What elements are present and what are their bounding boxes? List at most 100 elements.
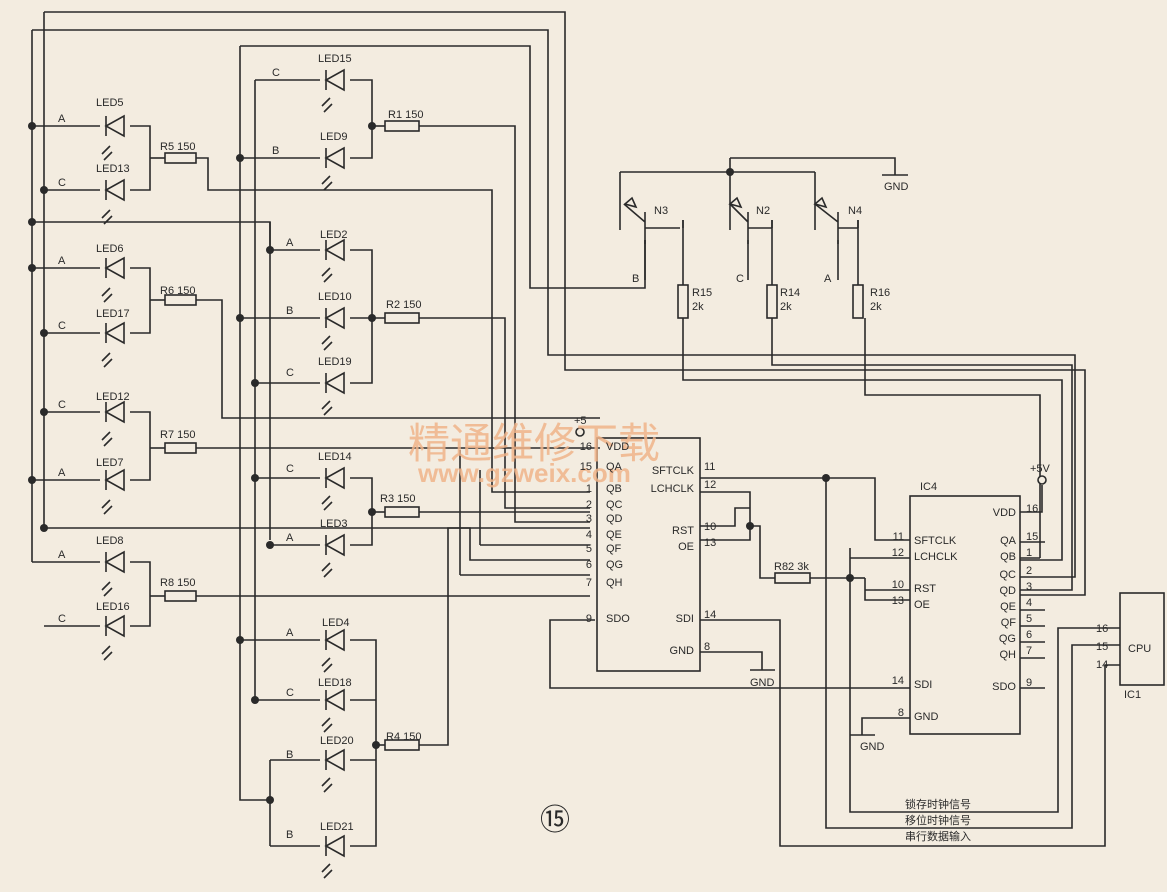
junction-dots (28, 122, 854, 804)
pin-number: 4 (586, 529, 592, 541)
pin-label: VDD (993, 507, 1016, 519)
pin-number: 13 (892, 595, 904, 607)
shift-register-ic (596, 437, 701, 672)
phase-label: A (58, 549, 66, 561)
pin-label: QB (1000, 551, 1016, 563)
phase-label: C (272, 67, 280, 79)
left-led-symbols (101, 114, 125, 661)
pin-label: SDI (914, 679, 932, 691)
pin-number: 15 (580, 461, 592, 473)
pin-label: QC (606, 499, 623, 511)
phase-label: C (286, 367, 294, 379)
pin-label: QF (1001, 617, 1017, 629)
pin-number: 10 (704, 521, 716, 533)
led-label: LED19 (318, 356, 352, 368)
resistor-value: 2k (692, 301, 704, 313)
phase-label: B (286, 305, 293, 317)
resistor-label: R1 150 (388, 109, 423, 121)
power-label: +5 (574, 415, 587, 427)
pin-number: 16 (580, 441, 592, 453)
led-label: LED15 (318, 53, 352, 65)
pin-number: 7 (1026, 645, 1032, 657)
transistor-label: N2 (756, 205, 770, 217)
mid-led-symbols (321, 68, 345, 879)
pin-label: QC (1000, 569, 1017, 581)
pin-number: 16 (1096, 623, 1108, 635)
pin-label: OE (678, 541, 694, 553)
ic4-box (909, 495, 1021, 735)
pin-label: QD (1000, 585, 1017, 597)
pin-number: 3 (586, 513, 592, 525)
shift-vcc-terminal (575, 427, 585, 437)
pin-number: 10 (892, 579, 904, 591)
cpu-label: CPU (1128, 643, 1151, 655)
pin-label: QH (1000, 649, 1017, 661)
resistor-label: R15 (692, 287, 712, 299)
phase-label: C (58, 320, 66, 332)
pin-label: QB (606, 483, 622, 495)
led-label: LED10 (318, 291, 352, 303)
led-label: LED8 (96, 535, 124, 547)
pin-number: 9 (586, 613, 592, 625)
phase-label: C (58, 399, 66, 411)
led-label: LED16 (96, 601, 130, 613)
pin-number: 11 (704, 461, 715, 473)
watermark-title: 精通维修下载 (408, 419, 660, 468)
pin-label: SDO (606, 613, 630, 625)
pin-label: SFTCLK (914, 535, 957, 547)
pin-label: SFTCLK (652, 465, 695, 477)
phase-label: A (286, 627, 294, 639)
pin-number: 11 (893, 531, 904, 543)
led-label: LED5 (96, 97, 124, 109)
phase-label: A (824, 273, 832, 285)
resistor-label: R7 150 (160, 429, 195, 441)
pin-number: 2 (586, 499, 592, 511)
pin-number: 2 (1026, 565, 1032, 577)
ic-name: IC4 (920, 481, 937, 493)
transistor-symbols (623, 196, 859, 244)
pin-number: 1 (586, 483, 592, 495)
phase-label: B (286, 829, 293, 841)
pin-number: 12 (704, 479, 716, 491)
resistor-label: R14 (780, 287, 800, 299)
resistor-value: 2k (870, 301, 882, 313)
pin-label: LCHCLK (651, 483, 695, 495)
phase-label: A (286, 532, 294, 544)
phase-label: C (286, 463, 294, 475)
pin-label: GND (670, 645, 695, 657)
led-label: LED7 (96, 457, 124, 469)
led-label: LED12 (96, 391, 130, 403)
pin-label: QE (1000, 601, 1016, 613)
led-label: LED6 (96, 243, 124, 255)
pin-label: QH (606, 577, 623, 589)
pin-label: GND (914, 711, 939, 723)
led-label: LED21 (320, 821, 354, 833)
pin-label: SDI (676, 613, 694, 625)
pin-number: 15 (1096, 641, 1108, 653)
transistor-label: N4 (848, 205, 862, 217)
resistor-label: R82 3k (774, 561, 809, 573)
pin-label: QD (606, 513, 623, 525)
pin-label: QE (606, 529, 622, 541)
phase-label: C (58, 613, 66, 625)
led-label: LED20 (320, 735, 354, 747)
phase-label: B (632, 273, 639, 285)
resistor-label: R16 (870, 287, 890, 299)
phase-label: C (736, 273, 744, 285)
pin-number: 15 (1026, 531, 1038, 543)
ic4-vcc-terminal (1037, 475, 1047, 485)
led-label: LED18 (318, 677, 352, 689)
pin-label: QA (606, 461, 623, 473)
transistor-label: N3 (654, 205, 668, 217)
pin-number: 13 (704, 537, 716, 549)
phase-label: A (58, 467, 66, 479)
resistor-value: 2k (780, 301, 792, 313)
pin-label: QG (999, 633, 1016, 645)
pin-number: 5 (586, 543, 592, 555)
phase-label: B (286, 749, 293, 761)
pin-label: VDD (606, 441, 629, 453)
pin-number: 16 (1026, 503, 1038, 515)
pin-number: 14 (1096, 659, 1108, 671)
pin-number: 9 (1026, 677, 1032, 689)
